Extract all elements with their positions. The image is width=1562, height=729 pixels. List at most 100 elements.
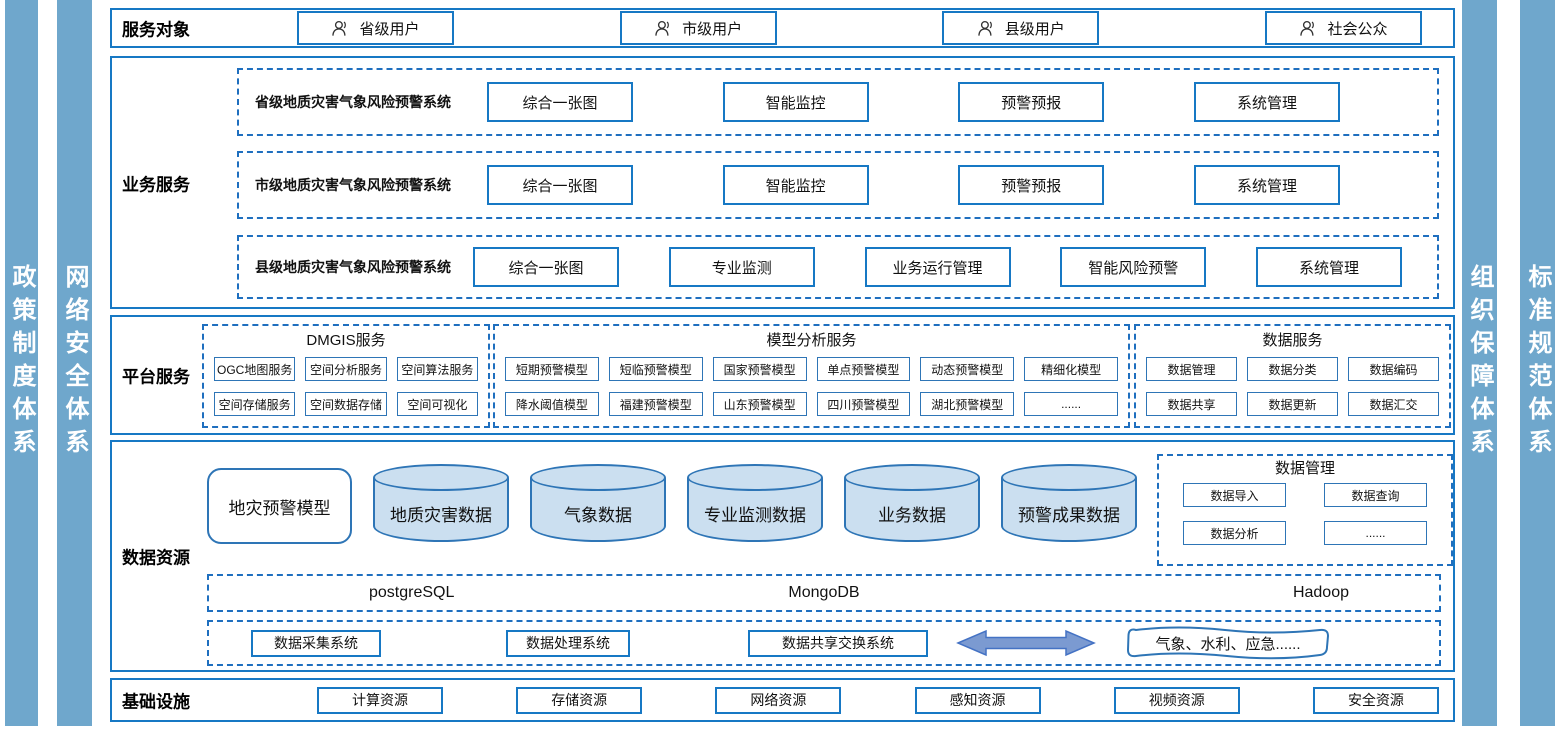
sidebar-standards: 标准规范体系: [1520, 0, 1555, 726]
database-cylinder: 预警成果数据: [1001, 464, 1137, 542]
section-infrastructure: 基础设施 计算资源 存储资源 网络资源 感知资源 视频资源 安全资源: [110, 678, 1455, 722]
sidebar-policy-system: 政策制度体系: [5, 0, 38, 726]
service-box: 空间可视化: [396, 392, 478, 416]
sidebar-network-label: 网络安全体系: [61, 264, 88, 462]
system-box-collection: 数据采集系统: [251, 629, 381, 657]
module-box: 系统管理: [1256, 247, 1402, 287]
system-box-sharing-exchange: 数据共享交换系统: [748, 629, 928, 657]
external-sources-label: 气象、水利、应急......: [1155, 635, 1301, 653]
resource-box: 感知资源: [914, 686, 1041, 714]
module-box: 预警预报: [958, 82, 1105, 122]
platform-group-dmgis: DMGIS服务 OGC地图服务 空间分析服务 空间算法服务 空间存储服务 空间数…: [202, 324, 490, 428]
section-service-targets: 服务对象 省级用户 市级用户 县级用户 社会公众: [110, 8, 1455, 48]
service-box: 短期预警模型: [505, 357, 599, 381]
user-label: 县级用户: [1004, 20, 1065, 38]
module-box: 智能风险预警: [1060, 247, 1207, 287]
section-label-service-targets: 服务对象: [122, 20, 190, 40]
storage-engines-row: postgreSQL MongoDB Hadoop: [207, 574, 1441, 612]
users-row: 省级用户 市级用户 县级用户 社会公众: [297, 10, 1422, 46]
service-box: 国家预警模型: [712, 357, 807, 381]
system-name: 市级地质灾害气象风险预警系统: [255, 177, 451, 193]
service-box: 数据更新: [1247, 392, 1338, 416]
module-box: 综合一张图: [473, 247, 619, 287]
infrastructure-row: 计算资源 存储资源 网络资源 感知资源 视频资源 安全资源: [317, 680, 1439, 720]
database-cylinder: 业务数据: [844, 464, 980, 542]
resource-box: 存储资源: [516, 686, 643, 714]
sidebar-standards-label: 标准规范体系: [1524, 264, 1551, 462]
platform-group-title: DMGIS服务: [306, 332, 386, 349]
platform-group-items: 短期预警模型 短临预警模型 国家预警模型 单点预警模型 动态预警模型 精细化模型…: [495, 354, 1128, 416]
resource-box: 安全资源: [1312, 686, 1439, 714]
service-box: 山东预警模型: [712, 392, 807, 416]
module-box: 专业监测: [668, 247, 815, 287]
platform-group-items: 数据管理 数据分类 数据编码 数据共享 数据更新 数据汇交: [1136, 354, 1449, 416]
resource-box: 视频资源: [1113, 686, 1240, 714]
storage-engine-postgresql: postgreSQL: [369, 584, 455, 601]
system-row-province: 省级地质灾害气象风险预警系统 综合一张图 智能监控 预警预报 系统管理: [237, 68, 1439, 136]
sidebar-network-security: 网络安全体系: [57, 0, 92, 726]
service-box: 数据查询: [1324, 483, 1427, 507]
storage-engine-hadoop: Hadoop: [1292, 584, 1349, 601]
database-cylinder: 地质灾害数据: [373, 464, 509, 542]
user-box-province: 省级用户: [297, 11, 454, 45]
data-management-box: 数据管理 数据导入 数据查询 数据分析 ......: [1157, 454, 1453, 566]
user-box-city: 市级用户: [619, 11, 777, 45]
service-box: 空间数据存储: [305, 392, 387, 416]
data-management-title: 数据管理: [1274, 460, 1335, 477]
service-box: 短临预警模型: [608, 357, 703, 381]
module-box: 业务运行管理: [864, 247, 1011, 287]
service-box: 数据共享: [1146, 392, 1237, 416]
service-box: 降水阈值模型: [505, 392, 599, 416]
module-box: 系统管理: [1193, 82, 1340, 122]
database-label: 专业监测数据: [704, 505, 806, 525]
module-box: 智能监控: [722, 165, 869, 205]
service-box: 数据分类: [1247, 357, 1338, 381]
user-icon: [1300, 20, 1315, 36]
platform-group-items: OGC地图服务 空间分析服务 空间算法服务 空间存储服务 空间数据存储 空间可视…: [204, 354, 488, 416]
resource-box: 网络资源: [715, 686, 842, 714]
platform-group-title: 数据服务: [1262, 332, 1323, 349]
platform-group-data-services: 数据服务 数据管理 数据分类 数据编码 数据共享 数据更新 数据汇交: [1134, 324, 1451, 428]
user-box-county: 县级用户: [942, 11, 1100, 45]
database-label: 业务数据: [878, 505, 946, 525]
module-box: 综合一张图: [487, 165, 633, 205]
user-label: 市级用户: [682, 20, 743, 38]
double-arrow-icon: [956, 628, 1096, 658]
external-sources-shape: 气象、水利、应急......: [1122, 623, 1334, 663]
platform-group-title: 模型分析服务: [766, 332, 857, 349]
service-box: 数据分析: [1183, 521, 1286, 545]
system-name: 省级地质灾害气象风险预警系统: [255, 94, 451, 110]
system-box-processing: 数据处理系统: [506, 629, 630, 657]
module-box: 系统管理: [1193, 165, 1340, 205]
service-box: 数据导入: [1183, 483, 1286, 507]
service-box: ......: [1024, 392, 1118, 416]
system-row-county: 县级地质灾害气象风险预警系统 综合一张图 专业监测 业务运行管理 智能风险预警 …: [237, 235, 1439, 299]
system-modules: 综合一张图 专业监测 业务运行管理 智能风险预警 系统管理: [473, 247, 1402, 287]
section-business-services: 业务服务 省级地质灾害气象风险预警系统 综合一张图 智能监控 预警预报 系统管理…: [110, 56, 1455, 309]
section-data-resources: 数据资源 地灾预警模型 地质灾害数据 气象数据 专业监测数据 业务数据 预警成果…: [110, 440, 1455, 672]
sidebar-policy-label: 政策制度体系: [8, 264, 35, 462]
service-box: 空间存储服务: [214, 392, 296, 416]
storage-engine-mongodb: MongoDB: [788, 584, 860, 601]
database-label: 气象数据: [564, 505, 632, 525]
database-cylinder: 气象数据: [530, 464, 666, 542]
service-box: 空间算法服务: [396, 357, 478, 381]
data-resources-top-row: 地灾预警模型 地质灾害数据 气象数据 专业监测数据 业务数据 预警成果数据: [207, 462, 1137, 544]
database-cylinder: 专业监测数据: [687, 464, 823, 542]
service-box: 福建预警模型: [608, 392, 703, 416]
platform-group-model-analysis: 模型分析服务 短期预警模型 短临预警模型 国家预警模型 单点预警模型 动态预警模…: [493, 324, 1130, 428]
user-icon: [332, 20, 347, 36]
section-label-data-resources: 数据资源: [122, 548, 190, 568]
section-label-business-services: 业务服务: [122, 175, 190, 194]
data-management-items: 数据导入 数据查询 数据分析 ......: [1159, 481, 1451, 545]
wavy-border-icon: [1126, 626, 1330, 660]
database-label: 预警成果数据: [1018, 505, 1120, 525]
section-label-platform-services: 平台服务: [122, 367, 190, 387]
service-box: 精细化模型: [1024, 357, 1118, 381]
service-box: 单点预警模型: [816, 357, 911, 381]
system-name: 县级地质灾害气象风险预警系统: [255, 259, 451, 275]
database-label: 地质灾害数据: [390, 505, 492, 525]
service-box: OGC地图服务: [214, 357, 296, 381]
module-box: 综合一张图: [487, 82, 633, 122]
